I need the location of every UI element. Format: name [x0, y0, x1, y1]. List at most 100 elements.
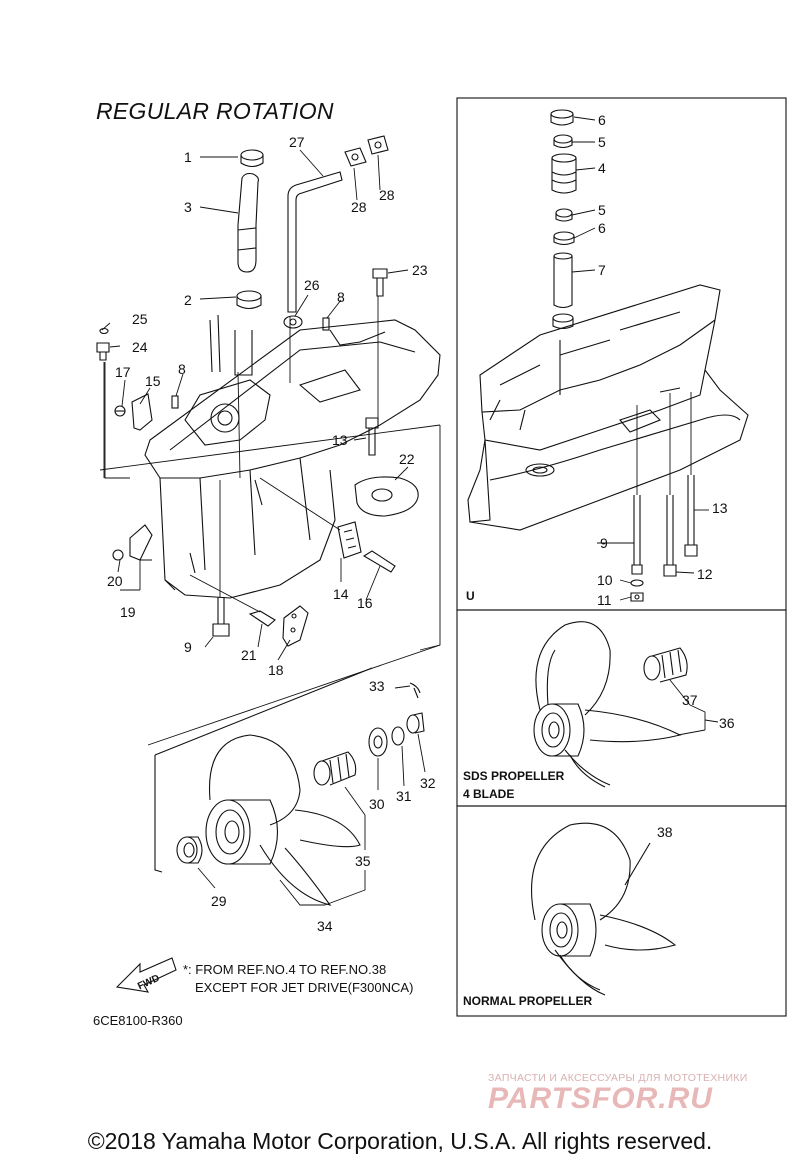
callout-21: 21	[241, 647, 257, 663]
normal-label: NORMAL PROPELLER	[463, 994, 592, 1008]
callout-numbers: 1 3 2 27 28 28 23 26 8 25 24 17 15 8 13 …	[107, 112, 735, 934]
callout-9b: 9	[600, 535, 608, 551]
part-9-bolt-left	[212, 597, 230, 637]
callout-4: 4	[598, 160, 606, 176]
callout-27: 27	[289, 134, 305, 150]
panel-normal-frame	[456, 805, 787, 1017]
callout-3: 3	[184, 199, 192, 215]
callout-14: 14	[333, 586, 349, 602]
part-27-tube	[287, 171, 343, 313]
callout-2: 2	[184, 292, 192, 308]
callout-6b: 6	[598, 220, 606, 236]
callout-33: 33	[369, 678, 385, 694]
callout-7: 7	[598, 262, 606, 278]
part-3-water-tube	[237, 172, 259, 273]
part-13-bolt-left	[365, 417, 379, 456]
part-17-screw	[114, 405, 126, 417]
callout-28a: 28	[351, 199, 367, 215]
part-37-bushing	[643, 647, 688, 683]
part-8-pin-upper	[322, 317, 330, 331]
callout-19: 19	[120, 604, 136, 620]
upper-casing-housing	[467, 284, 749, 531]
callout-29: 29	[211, 893, 227, 909]
part-32-nut	[406, 712, 425, 734]
part-23-bolt	[372, 268, 388, 297]
part-22-anode	[354, 476, 419, 517]
callout-12: 12	[697, 566, 713, 582]
panel-upper-label: U	[466, 589, 475, 603]
part-30-washer	[368, 727, 388, 757]
callout-22: 22	[399, 451, 415, 467]
leader-lines-prop	[197, 685, 426, 906]
part-24-fitting	[96, 342, 110, 361]
part-38-normal-propeller	[531, 822, 677, 996]
fwd-arrow-icon	[115, 957, 177, 993]
callout-9a: 9	[184, 639, 192, 655]
part-rubber-mount	[552, 313, 574, 330]
part-12-bolt	[663, 495, 677, 577]
callout-17: 17	[115, 364, 131, 380]
fwd-label: FWD	[136, 973, 161, 993]
part-11-nut	[630, 592, 644, 602]
callout-24: 24	[132, 339, 148, 355]
callout-30: 30	[369, 796, 385, 812]
part-7-sleeve	[553, 252, 573, 309]
note-line1: *: FROM REF.NO.4 TO REF.NO.38	[183, 962, 386, 977]
part-25-oring	[99, 327, 109, 335]
diagram-title: REGULAR ROTATION	[96, 98, 334, 124]
part-21-bolt	[248, 610, 276, 627]
callout-38: 38	[657, 824, 673, 840]
callout-31: 31	[396, 788, 412, 804]
part-35-bushing	[313, 751, 357, 786]
callout-16: 16	[357, 595, 373, 611]
callout-8b: 8	[178, 361, 186, 377]
part-5-bearing-bottom	[555, 208, 573, 222]
part-14-anode	[337, 521, 362, 559]
callout-18: 18	[268, 662, 284, 678]
copyright-notice: ©2018 Yamaha Motor Corporation, U.S.A. A…	[87, 1128, 713, 1154]
part-10-washer	[630, 579, 644, 587]
callout-20: 20	[107, 573, 123, 589]
part-15-bracket	[131, 393, 153, 431]
part-1-seal	[240, 149, 264, 168]
watermark-tagline: ЗАПЧАСТИ И АКСЕССУАРЫ ДЛЯ МОТОТЕХНИКИ	[488, 1072, 748, 1084]
callout-36: 36	[719, 715, 735, 731]
part-6-seal-bottom	[553, 231, 575, 246]
part-16-bolt	[362, 550, 396, 573]
part-2-grommet	[236, 290, 262, 310]
part-36-sds-propeller	[533, 621, 682, 788]
part-18-anode	[282, 605, 309, 647]
note-line2: EXCEPT FOR JET DRIVE(F300NCA)	[195, 980, 413, 995]
part-33-cotter-pin	[409, 682, 421, 699]
leader-lines-upper	[571, 116, 709, 601]
callout-15: 15	[145, 373, 161, 389]
part-26-plug	[283, 315, 303, 329]
part-34-propeller	[205, 734, 361, 906]
callout-13b: 13	[712, 500, 728, 516]
callout-37: 37	[682, 692, 698, 708]
propeller-boundary	[154, 667, 373, 873]
sds-label-line1: SDS PROPELLER	[463, 769, 565, 783]
part-4-shaft-housing	[551, 153, 577, 194]
part-6-seal-top	[550, 109, 574, 126]
callout-8a: 8	[337, 289, 345, 305]
callout-25: 25	[132, 311, 148, 327]
callout-35: 35	[355, 853, 371, 869]
part-28-clips	[344, 135, 389, 167]
callout-26: 26	[304, 277, 320, 293]
callout-10: 10	[597, 572, 613, 588]
callout-32: 32	[420, 775, 436, 791]
part-8-pin-left	[171, 395, 179, 409]
part-31-washer	[391, 726, 405, 746]
part-5-bearing-top	[553, 134, 573, 149]
part-19-bracket	[112, 524, 153, 561]
callout-23: 23	[412, 262, 428, 278]
panel-upper-frame	[456, 97, 787, 611]
part-29-spacer	[176, 836, 203, 864]
leader-lines-sds	[669, 679, 719, 736]
callout-1: 1	[184, 149, 192, 165]
callout-5b: 5	[598, 202, 606, 218]
callout-34: 34	[317, 918, 333, 934]
gear-case-housing	[144, 314, 441, 599]
